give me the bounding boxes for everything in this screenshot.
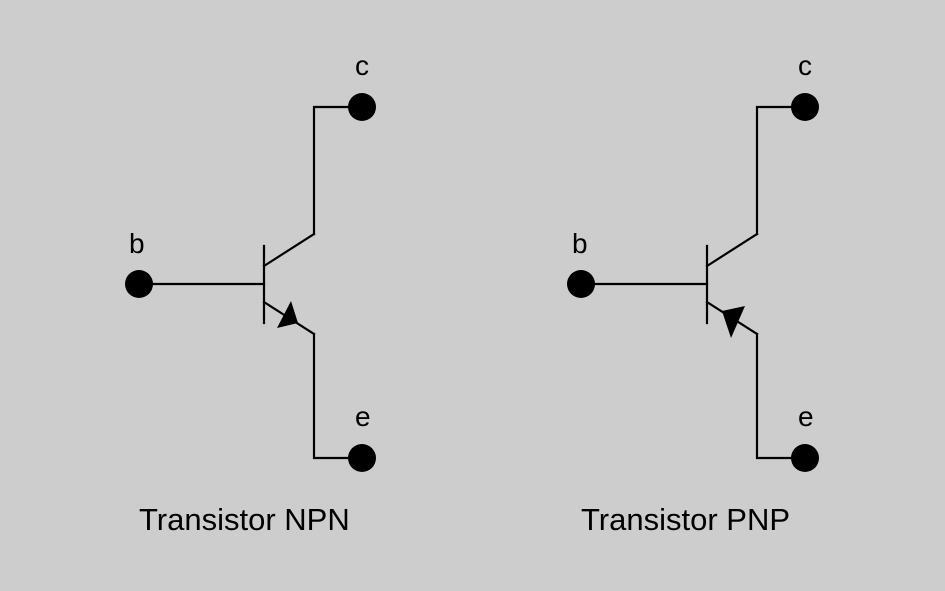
pnp-collector-label: c — [798, 50, 812, 81]
npn-emitter-label: e — [355, 401, 371, 432]
npn-collector-label: c — [355, 50, 369, 81]
npn-transistor-symbol: b c e Transistor NPN — [125, 50, 376, 537]
npn-emitter-lead — [312, 332, 364, 460]
pnp-base-terminal — [567, 270, 595, 298]
pnp-emitter-terminal — [791, 444, 819, 472]
npn-emitter-arrow — [277, 301, 298, 328]
pnp-base-label: b — [572, 228, 588, 259]
npn-base-label: b — [129, 228, 145, 259]
pnp-collector-terminal — [791, 93, 819, 121]
npn-collector-diagonal — [262, 232, 316, 268]
pnp-collector-diagonal — [705, 232, 759, 268]
npn-collector-lead — [312, 105, 364, 236]
npn-caption: Transistor NPN — [139, 502, 350, 537]
npn-emitter-terminal — [348, 444, 376, 472]
pnp-transistor-symbol: b c e Transistor PNP — [567, 50, 819, 537]
pnp-emitter-lead — [755, 332, 807, 460]
pnp-emitter-arrow — [722, 306, 745, 338]
pnp-collector-lead — [755, 105, 807, 236]
pnp-emitter-label: e — [798, 401, 814, 432]
pnp-caption: Transistor PNP — [581, 502, 790, 537]
npn-collector-terminal — [348, 93, 376, 121]
npn-base-terminal — [125, 270, 153, 298]
